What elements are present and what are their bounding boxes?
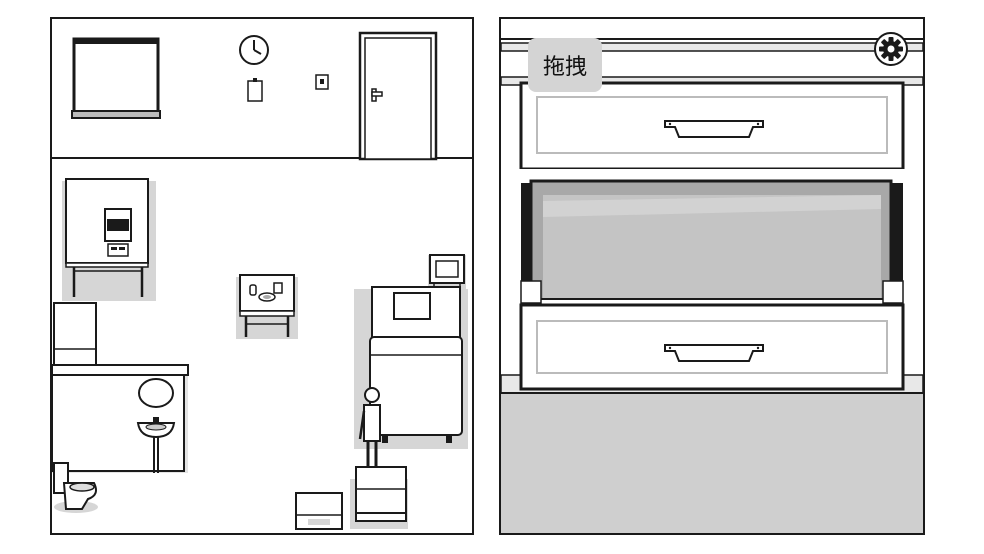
room-scene-panel <box>50 17 474 535</box>
drag-tool-label: 拖拽 <box>542 55 587 80</box>
toilet[interactable] <box>53 462 98 513</box>
bathroom-wall <box>52 364 189 473</box>
wardrobe[interactable] <box>53 302 97 368</box>
drawer-closeup-panel: 拖拽 <box>499 17 925 535</box>
small-table[interactable] <box>236 274 298 339</box>
top-drawer[interactable] <box>519 81 905 171</box>
nightstand[interactable] <box>350 466 408 529</box>
microwave-icon[interactable] <box>104 208 132 257</box>
bottom-drawer[interactable] <box>519 303 905 391</box>
drag-tool-button[interactable]: 拖拽 <box>528 38 602 92</box>
mirror[interactable] <box>138 378 174 408</box>
wall-note[interactable] <box>247 78 263 102</box>
floor-box[interactable] <box>295 492 343 530</box>
kitchen-cabinet[interactable] <box>62 178 156 301</box>
clock-icon[interactable] <box>239 35 269 65</box>
top-drawer-handle[interactable] <box>664 120 764 138</box>
light-switch[interactable] <box>315 74 329 90</box>
door[interactable] <box>358 31 438 161</box>
bottom-drawer-handle[interactable] <box>664 344 764 362</box>
gear-icon[interactable] <box>873 31 909 67</box>
bed[interactable] <box>354 286 468 449</box>
player-character[interactable] <box>358 387 381 467</box>
middle-drawer-open[interactable] <box>520 179 904 308</box>
sink[interactable] <box>136 417 176 473</box>
window[interactable] <box>71 37 161 119</box>
